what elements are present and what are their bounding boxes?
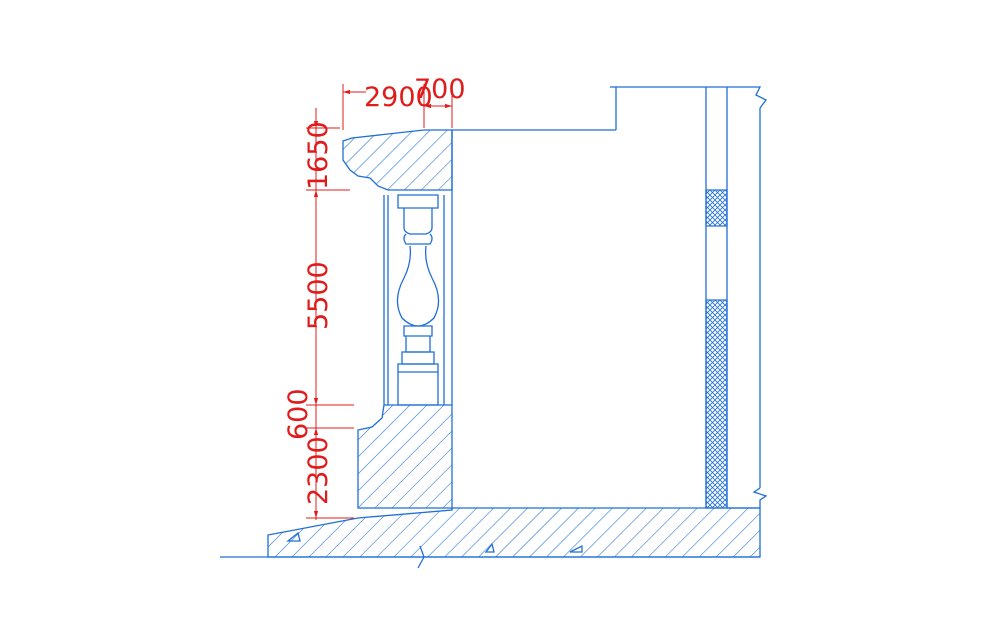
plinth: [357, 404, 453, 509]
dim-label-2300: 2300: [303, 436, 334, 505]
break-line: [748, 86, 768, 508]
dimension-left: 1650 5500 600 2300: [283, 108, 354, 520]
dim-label-1650: 1650: [303, 121, 334, 190]
baluster: [396, 194, 440, 406]
floor-slab: [220, 507, 761, 569]
dim-label-2900: 2900: [364, 82, 433, 113]
dim-label-600: 600: [283, 388, 314, 440]
dim-label-700: 700: [414, 74, 466, 105]
dimension-top: 2900 700: [342, 74, 466, 130]
handrail-cap: [342, 86, 748, 191]
wall-column: [705, 87, 760, 509]
dim-label-5500: 5500: [303, 261, 334, 330]
